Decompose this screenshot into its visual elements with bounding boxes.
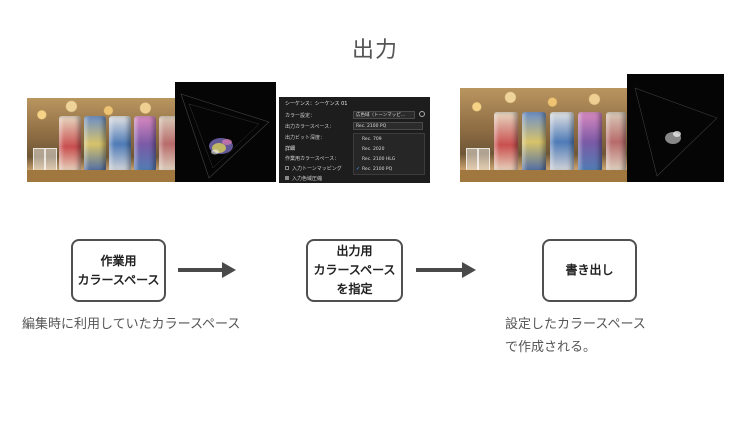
- page-title: 出力: [351, 38, 398, 63]
- arrow-right-icon: [222, 262, 236, 278]
- menu-option-rec2020[interactable]: Rec. 2020: [362, 147, 385, 152]
- flow-arrow-1-shaft: [178, 268, 222, 272]
- input-tonemapping-checkbox[interactable]: [285, 166, 289, 170]
- arrow-right-icon: [462, 262, 476, 278]
- output-colorspace-line-1: 出力用: [336, 244, 373, 258]
- input-extended-label: 入力色域圧縮: [292, 176, 323, 182]
- sequence-section-header[interactable]: シーケンス：シーケンス 01: [285, 101, 348, 107]
- export-box: 書き出し: [542, 239, 637, 302]
- output-colorspace-box: 出力用 カラースペース を指定: [306, 239, 403, 302]
- color-setting-label: カラー設定：: [285, 113, 316, 119]
- caption-output-line-2: で作成される。: [505, 340, 597, 355]
- working-colorspace-box: 作業用 カラースペース: [71, 239, 166, 302]
- caption-output-line-1: 設定したカラースペース: [505, 317, 646, 332]
- colorspace-dropdown-menu: Rec. 709 Rec. 2020 Rec. 2100 HLG ✓ Rec. …: [353, 133, 425, 175]
- output-photo: [460, 88, 628, 182]
- caption-working: 編集時に利用していたカラースペース: [22, 317, 241, 332]
- output-colorspace-line-3: を指定: [336, 282, 373, 296]
- menu-option-rec2100-pq[interactable]: Rec. 2100 PQ: [362, 167, 393, 172]
- input-extended-checkbox[interactable]: [285, 176, 289, 180]
- checkmark-icon: ✓: [356, 166, 361, 172]
- source-photo: [27, 98, 175, 182]
- output-colorspace-label: 出力カラースペース：: [285, 124, 335, 130]
- detail-section-header[interactable]: 詳細: [285, 146, 296, 152]
- working-colorspace-label: 作業用カラースペース：: [285, 156, 340, 162]
- gamut-scope-source: [175, 82, 276, 182]
- gamut-scope-output: [627, 74, 724, 182]
- color-setting-dropdown[interactable]: 広色域（トーンマッピ...: [353, 111, 415, 119]
- output-colorspace-dropdown[interactable]: Rec. 2100 PQ: [353, 122, 423, 130]
- output-colorspace-line-2: カラースペース: [313, 263, 396, 277]
- export-settings-panel: シーケンス：シーケンス 01 カラー設定： 広色域（トーンマッピ... 出力カラ…: [279, 97, 430, 183]
- working-colorspace-line-1: 作業用: [100, 253, 137, 268]
- export-box-label: 書き出し: [565, 263, 614, 277]
- working-colorspace-line-2: カラースペース: [77, 272, 160, 287]
- flow-arrow-2-shaft: [416, 268, 462, 272]
- info-icon[interactable]: [419, 111, 425, 117]
- output-bit-depth-label: 出力ビット深度：: [285, 135, 326, 141]
- menu-option-rec709[interactable]: Rec. 709: [362, 137, 382, 142]
- input-tonemapping-label: 入力トーンマッピング: [292, 166, 342, 172]
- menu-option-rec2100-hlg[interactable]: Rec. 2100 HLG: [362, 157, 396, 162]
